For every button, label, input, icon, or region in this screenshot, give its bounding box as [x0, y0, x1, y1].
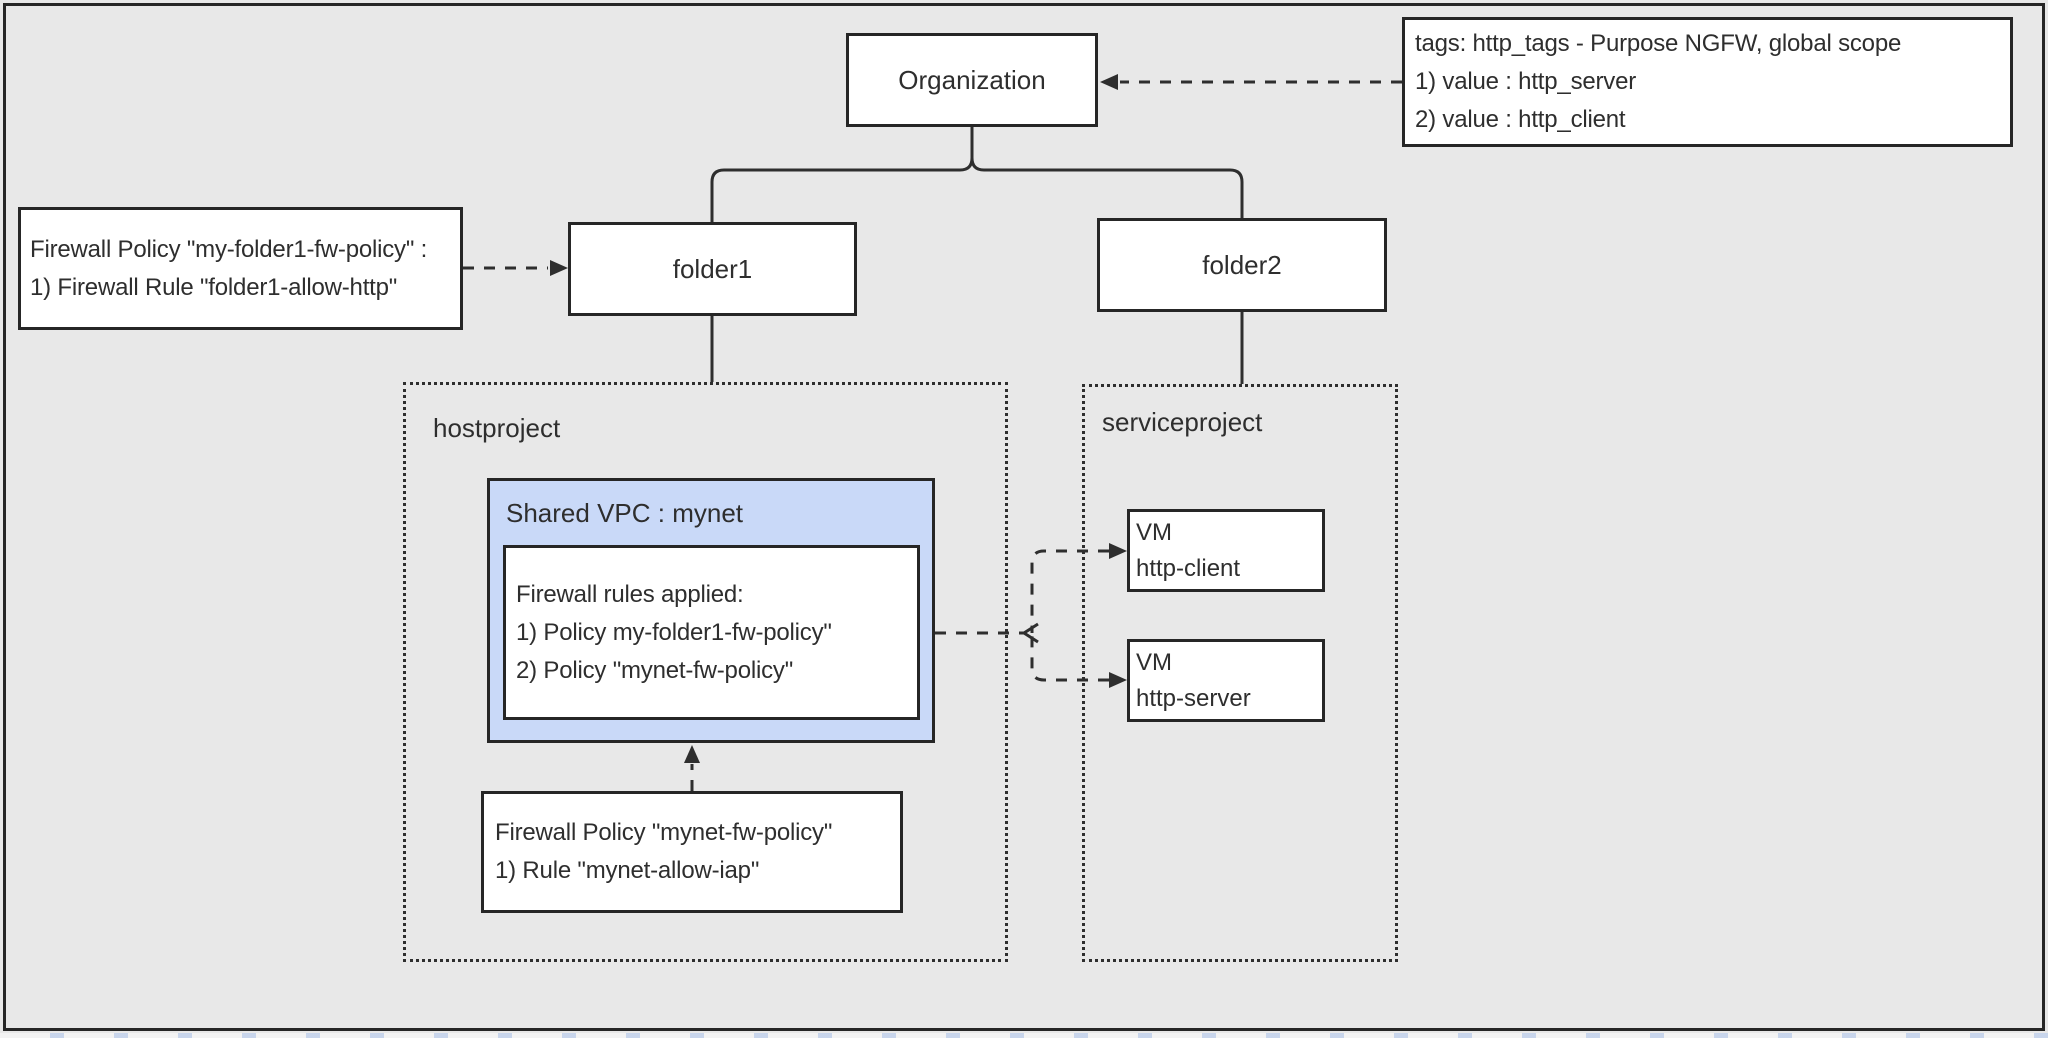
- folder1-policy-line2: 1) Firewall Rule "folder1-allow-http": [30, 273, 398, 301]
- folder2-label: folder2: [1202, 249, 1282, 280]
- mynet-policy-line2: 1) Rule "mynet-allow-iap": [495, 857, 760, 884]
- diagram-border: [3, 3, 2045, 1031]
- organization-node: Organization: [846, 33, 1098, 127]
- service-project-container: serviceproject: [1082, 384, 1398, 962]
- service-project-label: serviceproject: [1102, 407, 1263, 437]
- vpc-rules-line2: 1) Policy my-folder1-fw-policy": [516, 618, 832, 646]
- vpc-firewall-rules-note: Firewall rules applied: 1) Policy my-fol…: [503, 545, 920, 720]
- org-tags-line2: 1) value : http_server: [1415, 68, 1637, 95]
- folder1-label: folder1: [672, 253, 753, 284]
- folder1-node: folder1: [568, 222, 857, 316]
- vm-http-server-node: VM http-server: [1127, 639, 1325, 722]
- vm-http-client-node: VM http-client: [1127, 509, 1325, 592]
- mynet-policy-line1: Firewall Policy "mynet-fw-policy": [495, 819, 833, 846]
- organization-label: Organization: [898, 64, 1046, 95]
- vpc-rules-line1: Firewall rules applied:: [516, 580, 744, 608]
- folder1-policy-line1: Firewall Policy "my-folder1-fw-policy" :: [30, 235, 428, 263]
- mynet-policy-note: Firewall Policy "mynet-fw-policy" 1) Rul…: [481, 791, 903, 913]
- shared-vpc-label: Shared VPC : mynet: [506, 498, 743, 528]
- vm-http-client-line2: http-client: [1136, 554, 1241, 582]
- vpc-rules-line3: 2) Policy "mynet-fw-policy": [516, 656, 794, 684]
- grid-strip: [0, 1033, 2048, 1038]
- host-project-label: hostproject: [433, 413, 561, 443]
- vm-http-client-line1: VM: [1136, 518, 1172, 546]
- host-project-container: hostproject: [403, 382, 1008, 962]
- org-tags-line3: 2) value : http_client: [1415, 106, 1626, 133]
- org-tags-note: tags: http_tags - Purpose NGFW, global s…: [1402, 17, 2013, 147]
- folder2-node: folder2: [1097, 218, 1387, 312]
- vm-http-server-line2: http-server: [1136, 684, 1251, 712]
- folder1-policy-note: Firewall Policy "my-folder1-fw-policy" :…: [18, 207, 463, 330]
- org-tags-line1: tags: http_tags - Purpose NGFW, global s…: [1415, 30, 1902, 57]
- vm-http-server-line1: VM: [1136, 648, 1172, 676]
